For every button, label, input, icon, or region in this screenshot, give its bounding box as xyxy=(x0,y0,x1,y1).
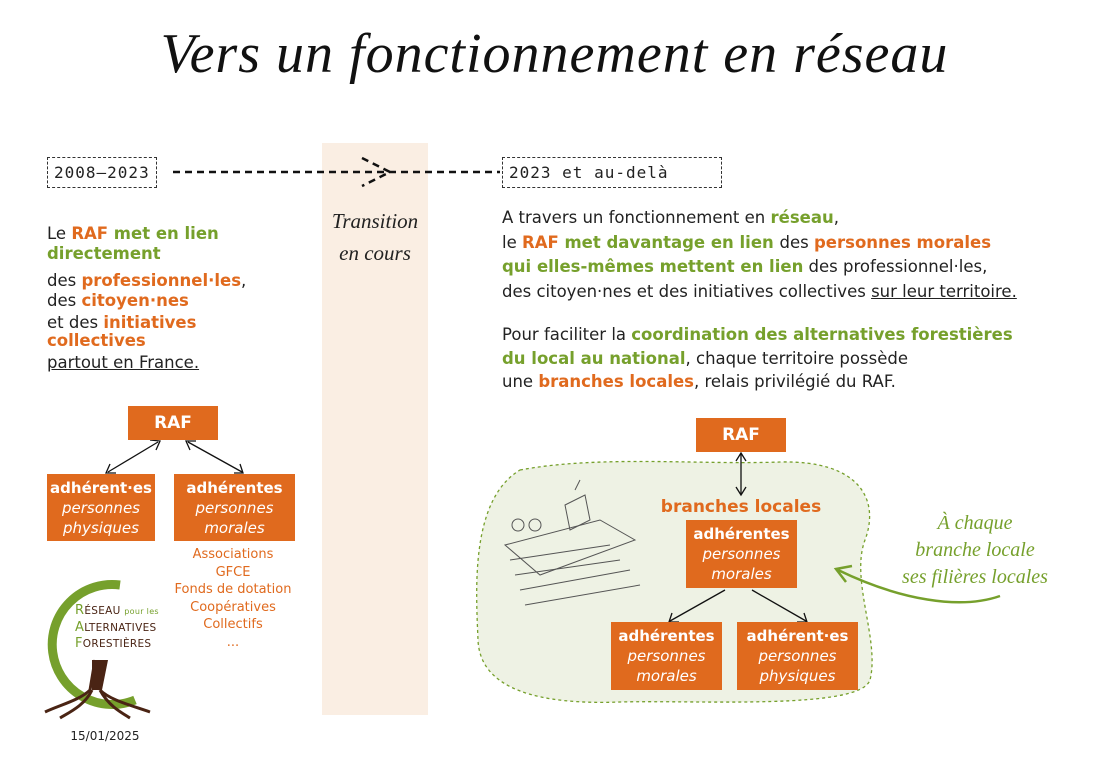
right-description: A travers un fonctionnement en réseau, l… xyxy=(502,208,1017,391)
page-title: Vers un fonctionnement en réseau xyxy=(160,23,949,85)
raf-node: RAF xyxy=(128,406,218,440)
left-description: Le RAF met en lien directement des profe… xyxy=(47,224,247,372)
branches-locales-label: branches locales xyxy=(660,497,822,517)
right-arrows xyxy=(668,451,808,623)
date: 15/01/2025 xyxy=(70,729,140,743)
arrow-head-icon xyxy=(361,156,393,188)
annotation-arrow xyxy=(837,568,1001,604)
period-before: 2008–2023 xyxy=(47,157,157,188)
logo: RÉSEAU pour les ALTERNATIVES FORESTIÈRES xyxy=(75,603,159,651)
transition-band xyxy=(322,143,428,715)
period-after: 2023 et au-delà xyxy=(502,157,722,188)
logo-graphic xyxy=(44,580,151,720)
raf-node-network: RAF xyxy=(696,418,786,452)
forestry-sketch-icon xyxy=(503,479,641,606)
left-arrows xyxy=(104,439,244,474)
